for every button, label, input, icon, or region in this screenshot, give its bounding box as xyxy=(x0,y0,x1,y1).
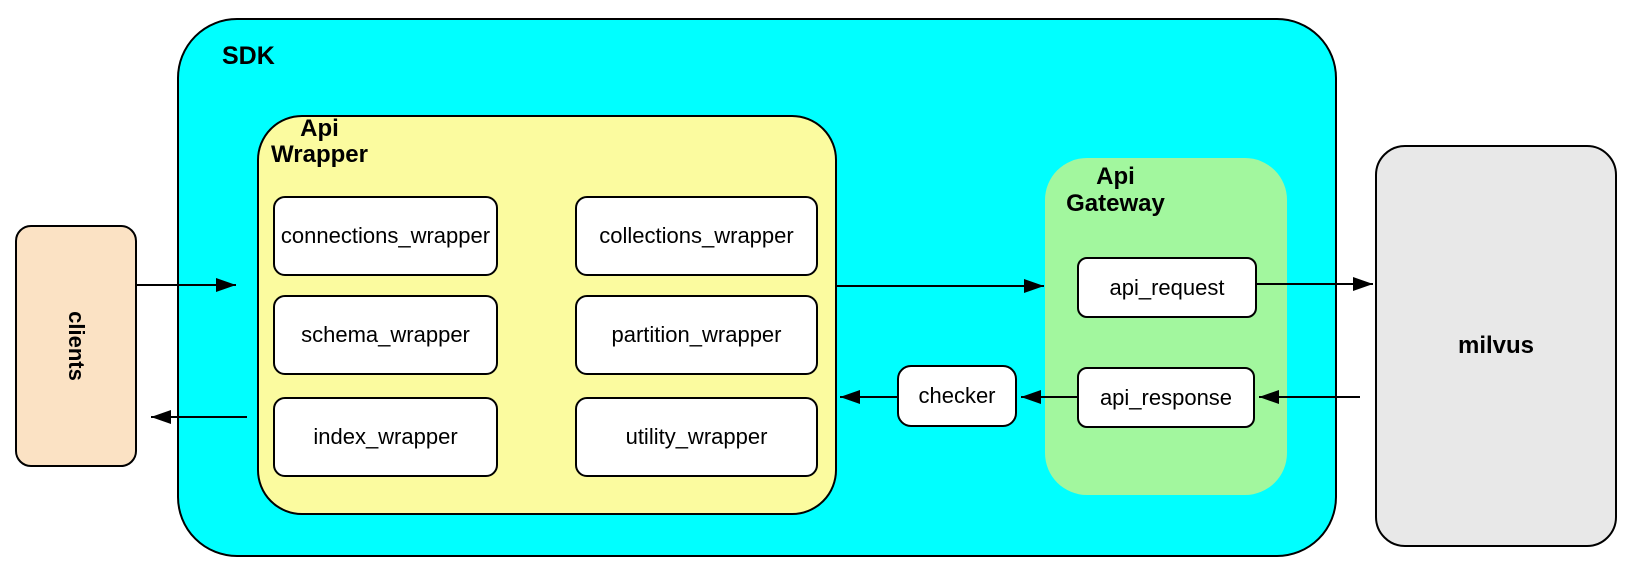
api-response-node: api_response xyxy=(1077,367,1255,428)
api-gateway-label: Api Gateway xyxy=(1066,163,1165,217)
collections-wrapper-node: collections_wrapper xyxy=(575,196,818,276)
utility-wrapper-node: utility_wrapper xyxy=(575,397,818,477)
utility-wrapper-label: utility_wrapper xyxy=(625,424,768,449)
partition-wrapper-node: partition_wrapper xyxy=(575,295,818,375)
index-wrapper-label: index_wrapper xyxy=(313,424,458,449)
milvus-node: milvus xyxy=(1375,145,1617,547)
connections-wrapper-node: connections_wrapper xyxy=(273,196,498,276)
api-gateway-container xyxy=(1045,158,1287,495)
schema-wrapper-label: schema_wrapper xyxy=(301,322,470,347)
api-wrapper-label: Api Wrapper xyxy=(271,115,368,168)
clients-node: clients xyxy=(15,225,137,467)
index-wrapper-node: index_wrapper xyxy=(273,397,498,477)
partition-wrapper-label: partition_wrapper xyxy=(611,322,782,347)
connections-wrapper-label: connections_wrapper xyxy=(280,223,491,248)
collections-wrapper-label: collections_wrapper xyxy=(599,223,794,248)
clients-label: clients xyxy=(63,311,89,381)
sdk-label: SDK xyxy=(222,42,275,70)
api-request-node: api_request xyxy=(1077,257,1257,318)
checker-label: checker xyxy=(918,383,996,408)
schema-wrapper-node: schema_wrapper xyxy=(273,295,498,375)
api-request-label: api_request xyxy=(1109,274,1225,300)
checker-node: checker xyxy=(897,365,1017,427)
api-response-label: api_response xyxy=(1099,384,1233,410)
milvus-label: milvus xyxy=(1457,332,1535,359)
